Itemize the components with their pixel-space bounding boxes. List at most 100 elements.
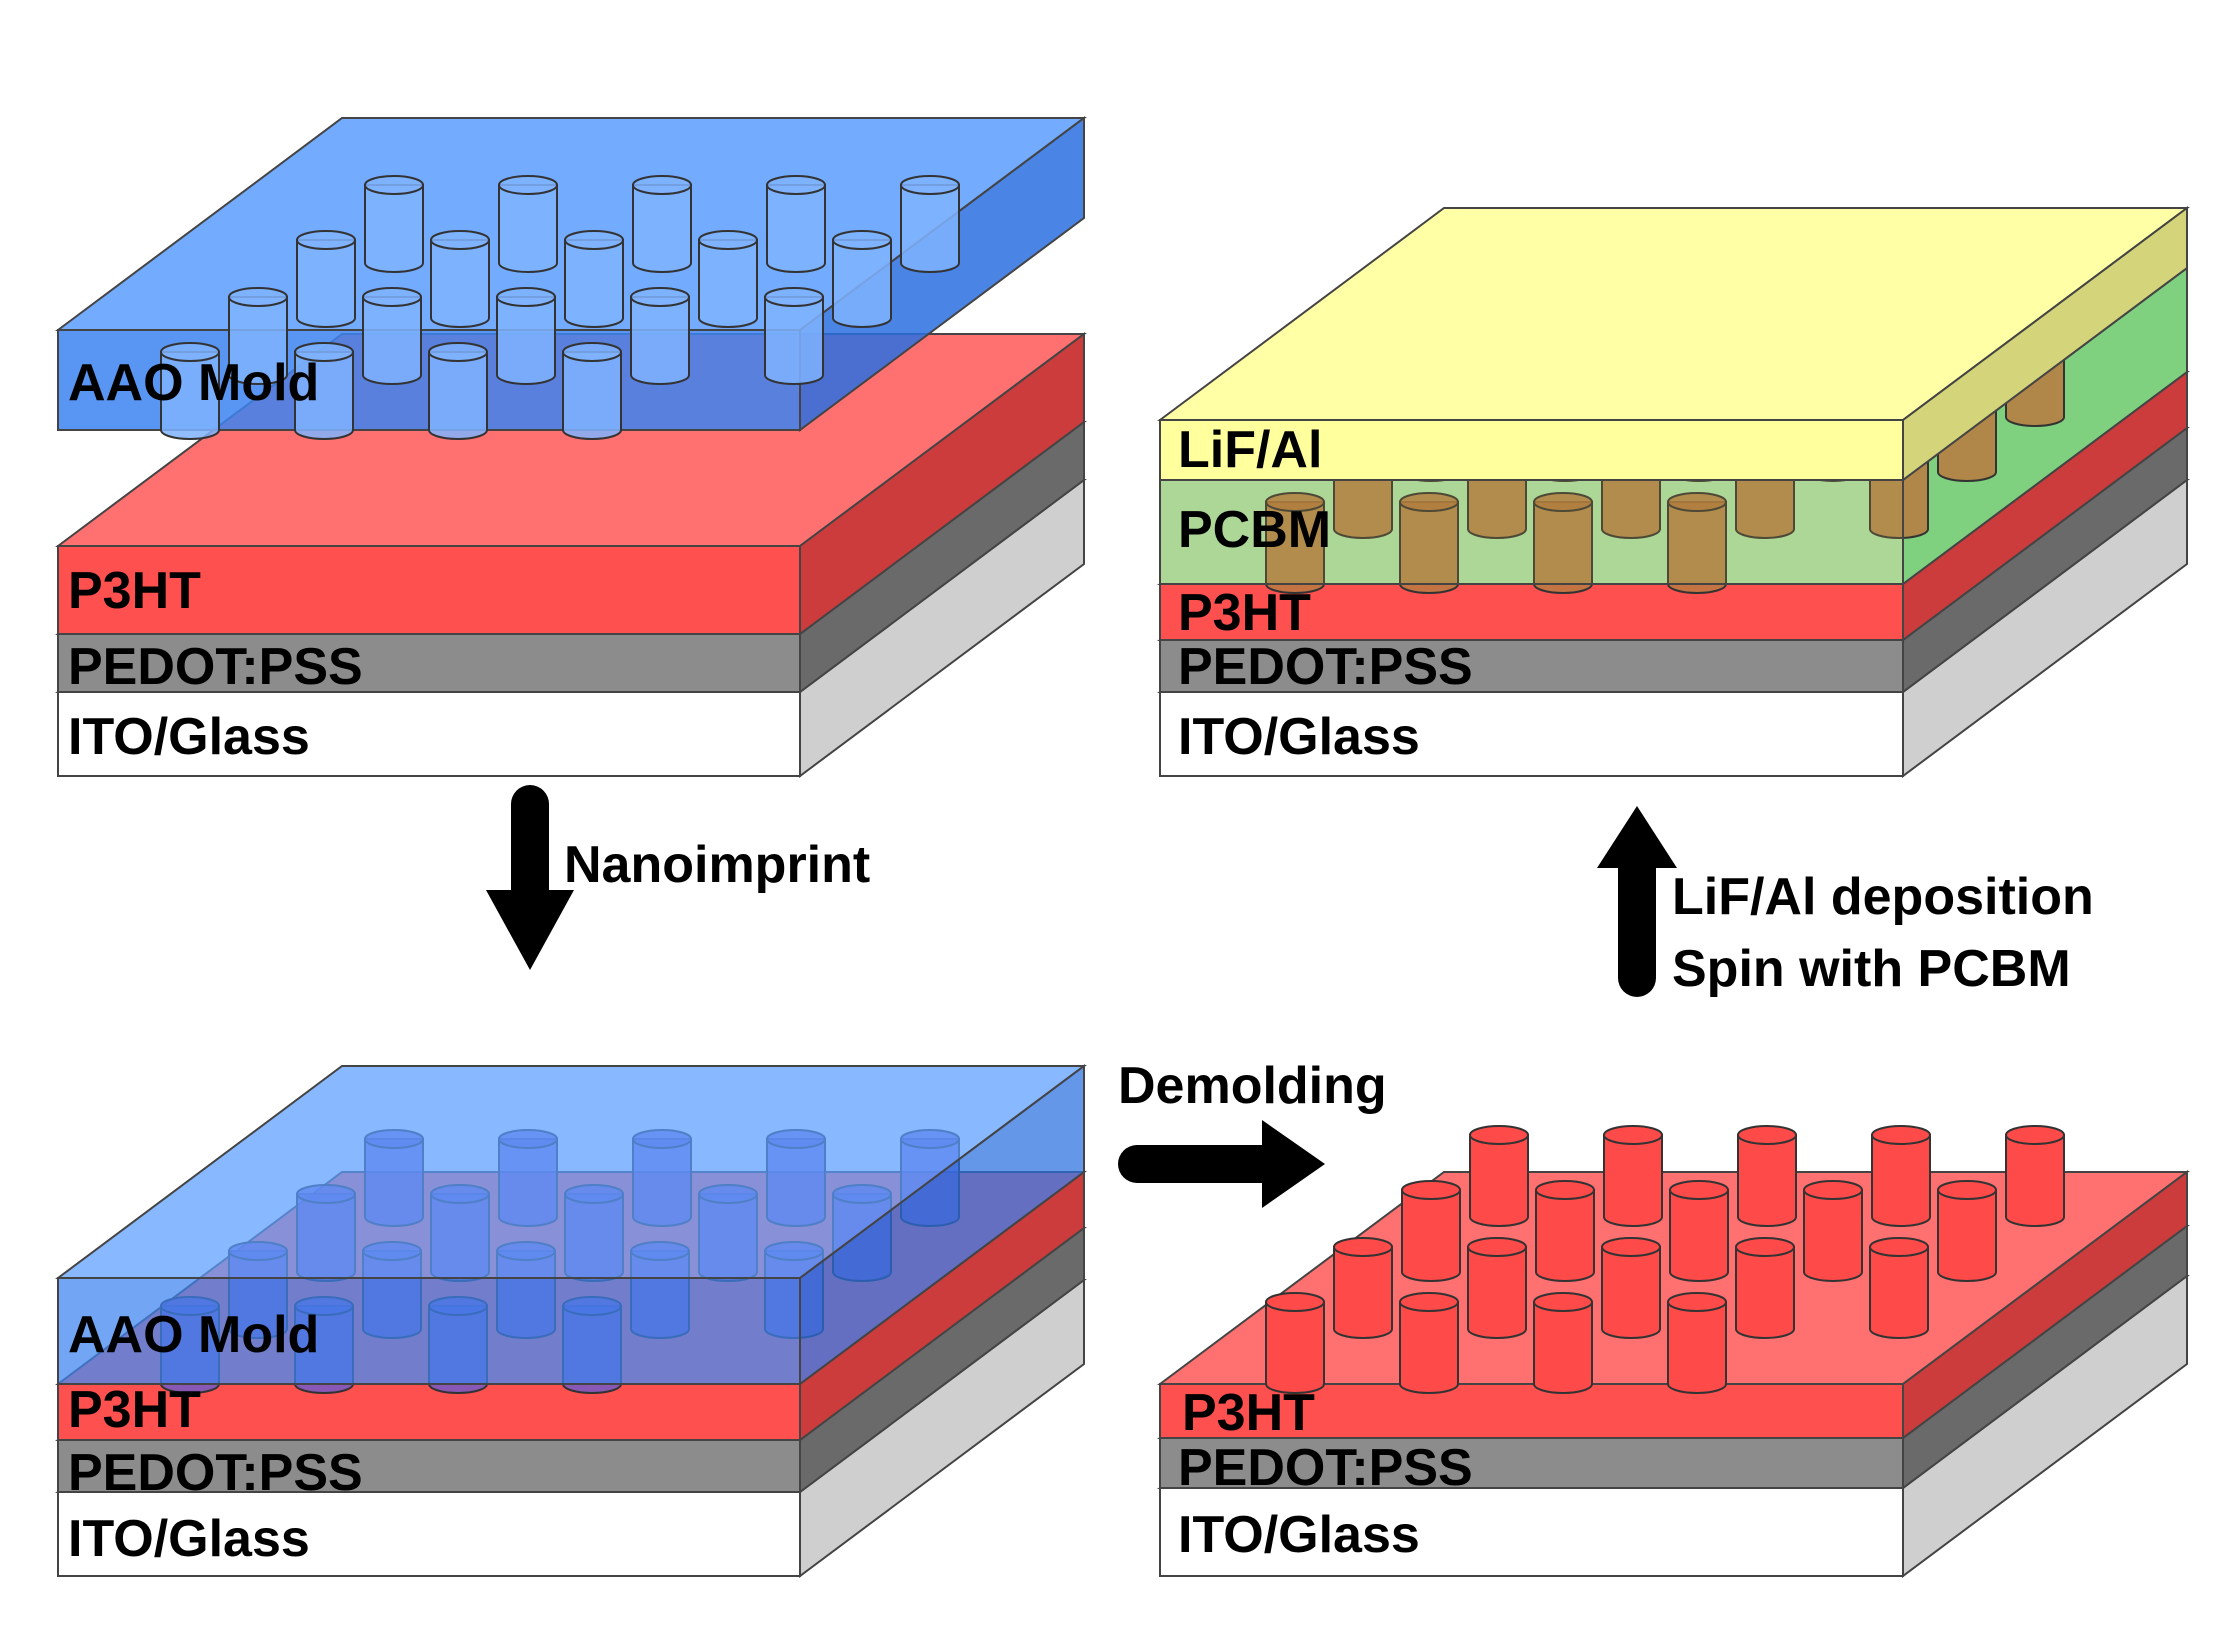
bottom-right-pedot-label: PEDOT:PSS [1178, 1439, 1473, 1497]
p4-pillar-r0-c3 [1667, 501, 1727, 594]
p3-pillar-r2-c2-cap [1669, 1180, 1729, 1200]
p1-pillar-r2-c0-cap [296, 230, 356, 250]
p1-pillar-r0-c0-cap [160, 342, 220, 362]
p1-pillar-r0-c2-cap [428, 342, 488, 362]
p1-pillar-r0-c2 [428, 351, 488, 440]
p1-pillar-r2-c0 [296, 239, 356, 328]
p1-pillar-r2-c4 [832, 239, 892, 328]
p1-pillar-r0-c3 [562, 351, 622, 440]
p1-pillar-r1-c3-cap [630, 287, 690, 307]
p3-pillar-r2-c4 [1937, 1189, 1997, 1282]
nanoimprint-arrow [486, 785, 574, 970]
p3-pillar-r0-c3-cap [1667, 1292, 1727, 1312]
p3-pillar-r3-c0-cap [1469, 1125, 1529, 1145]
bottom-right-ito-label: ITO/Glass [1178, 1506, 1420, 1564]
p3-pillar-r2-c1 [1535, 1189, 1595, 1282]
p3-pillar-r0-c2-cap [1533, 1292, 1593, 1312]
p1-pillar-r1-c2-cap [496, 287, 556, 307]
p3-pillar-r3-c2-cap [1737, 1125, 1797, 1145]
p1-ito-front-face [57, 691, 801, 777]
p3-pillar-r2-c2 [1669, 1189, 1729, 1282]
p3-pillar-r1-c4-cap [1869, 1237, 1929, 1257]
top-left-ito-label: ITO/Glass [68, 708, 310, 766]
p3-pillar-r1-c2-cap [1601, 1237, 1661, 1257]
p4-ito-front-face [1159, 691, 1904, 777]
p3-pillar-r1-c4 [1869, 1246, 1929, 1339]
p3-pillar-r3-c2 [1737, 1134, 1797, 1227]
p3-pillar-r1-c1 [1467, 1246, 1527, 1339]
bottom-left-pedot-label: PEDOT:PSS [68, 1444, 363, 1502]
p3-pillar-r0-c0-cap [1265, 1292, 1325, 1312]
p1-pillar-r0-c0 [160, 351, 220, 440]
p3-pillar-r3-c4-cap [2005, 1125, 2065, 1145]
p1-pillar-r1-c1 [362, 296, 422, 385]
deposition-label-line2: Spin with PCBM [1672, 940, 2071, 998]
bottom-right-p3ht-label: P3HT [1182, 1384, 1315, 1442]
p3-pillar-r3-c3-cap [1871, 1125, 1931, 1145]
p1-pillar-r1-c0 [228, 296, 288, 385]
p1-pillar-r2-c1-cap [430, 230, 490, 250]
p4-pillar-r0-c1 [1399, 501, 1459, 594]
top-right-lif-label: LiF/Al [1178, 421, 1322, 479]
p1-pillar-r3-c1-cap [498, 175, 558, 195]
p3-pillar-r2-c4-cap [1937, 1180, 1997, 1200]
top-right-ito-label: ITO/Glass [1178, 708, 1420, 766]
p3-pillar-r3-c1 [1603, 1134, 1663, 1227]
p3-pillar-r2-c3-cap [1803, 1180, 1863, 1200]
p1-pillar-r3-c4 [900, 184, 960, 273]
deposition-label-line1: LiF/Al deposition [1672, 868, 2094, 926]
p4-pillar-r0-c2-cap [1533, 492, 1593, 512]
p3-pillar-r0-c0 [1265, 1301, 1325, 1394]
p3-pillar-r2-c1-cap [1535, 1180, 1595, 1200]
p3-pillar-r0-c1-cap [1399, 1292, 1459, 1312]
bottom-left-ito-label: ITO/Glass [68, 1510, 310, 1568]
p1-pillar-r1-c0-cap [228, 287, 288, 307]
p3-pillar-r3-c1-cap [1603, 1125, 1663, 1145]
p1-pillar-r3-c3 [766, 184, 826, 273]
p1-pillar-r0-c3-cap [562, 342, 622, 362]
top-left-mold-label: AAO Mold [68, 354, 319, 412]
p3-pillar-r1-c3-cap [1735, 1237, 1795, 1257]
top-right-p3ht-label: P3HT [1178, 584, 1311, 642]
p1-pillar-r3-c3-cap [766, 175, 826, 195]
demolding-label: Demolding [1118, 1057, 1387, 1115]
p3-pillar-r2-c0 [1401, 1189, 1461, 1282]
p3-pedot-front-face [1159, 1437, 1904, 1489]
p1-pillar-r3-c2 [632, 184, 692, 273]
p1-pillar-r1-c4-cap [764, 287, 824, 307]
p3-p3ht-front-face [1159, 1383, 1904, 1439]
demolding-arrow [1118, 1120, 1325, 1208]
p4-pillar-r0-c0 [1265, 501, 1325, 594]
p3-ito-front-face [1159, 1487, 1904, 1577]
p1-pillar-r3-c4-cap [900, 175, 960, 195]
p4-pedot-front-face [1159, 639, 1904, 693]
top-left-p3ht-label: P3HT [68, 562, 201, 620]
p3-pillar-r2-c0-cap [1401, 1180, 1461, 1200]
nanoimprint-label: Nanoimprint [564, 836, 870, 894]
p3-pillar-r0-c3 [1667, 1301, 1727, 1394]
p3-pillar-r3-c0 [1469, 1134, 1529, 1227]
deposition-arrow [1597, 806, 1677, 997]
p4-pillar-r0-c3-cap [1667, 492, 1727, 512]
p3-pillar-r0-c1 [1399, 1301, 1459, 1394]
p1-pillar-r1-c3 [630, 296, 690, 385]
p3-pillar-r0-c2 [1533, 1301, 1593, 1394]
p1-pillar-r1-c4 [764, 296, 824, 385]
p2-ito-front-face [57, 1491, 801, 1577]
top-right-pcbm-label: PCBM [1178, 501, 1331, 559]
diagram-shapes [54, 116, 2191, 1578]
p1-pillar-r3-c0-cap [364, 175, 424, 195]
p1-pillar-r3-c2-cap [632, 175, 692, 195]
p1-pillar-r2-c4-cap [832, 230, 892, 250]
p3-pillar-r1-c2 [1601, 1246, 1661, 1339]
p1-pillar-r0-c1-cap [294, 342, 354, 362]
top-right-pedot-label: PEDOT:PSS [1178, 638, 1473, 696]
p1-pillar-r0-c1 [294, 351, 354, 440]
p1-pillar-r2-c1 [430, 239, 490, 328]
p2-mold-front-face [57, 1277, 801, 1385]
bottom-left-p3ht-label: P3HT [68, 1381, 201, 1439]
p3-pillar-r3-c4 [2005, 1134, 2065, 1227]
p3-pillar-r1-c0-cap [1333, 1237, 1393, 1257]
